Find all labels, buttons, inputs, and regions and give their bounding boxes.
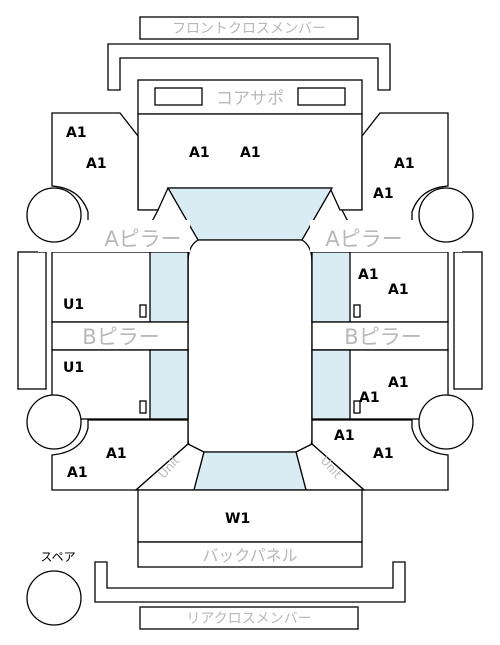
hood-code-left: A1 (189, 145, 210, 161)
rear-left-wheel[interactable] (26, 394, 82, 450)
left-side-step[interactable] (17, 251, 47, 390)
rear-right-wheel[interactable] (418, 394, 474, 450)
rear-left-door-handle[interactable] (139, 400, 147, 414)
front-right-fender-code-2: A1 (373, 186, 394, 202)
back-panel-box[interactable] (137, 541, 363, 568)
rear-left-quarter-code-2: A1 (67, 465, 88, 481)
rear-right-window[interactable] (311, 349, 351, 420)
rear-bumper-outline[interactable] (94, 561, 406, 603)
right-b-pillar-label: Bピラー (344, 325, 421, 349)
rear-right-quarter-code-2: A1 (373, 446, 394, 462)
hood-code-right: A1 (240, 145, 261, 161)
front-cross-member-box[interactable] (139, 16, 359, 40)
front-right-wheel[interactable] (418, 187, 474, 243)
front-left-fender[interactable] (51, 112, 160, 236)
right-side-step[interactable] (453, 251, 483, 390)
front-left-fender-code-2: A1 (86, 156, 107, 172)
rear-left-door-code: U1 (63, 360, 84, 376)
rear-cross-member-box[interactable] (139, 606, 359, 630)
rear-right-quarter-panel[interactable] (311, 419, 449, 491)
core-support-label: コアサポ (216, 89, 284, 109)
rear-right-door-code-2: A1 (359, 390, 380, 406)
rear-right-door-code-1: A1 (388, 375, 409, 391)
left-headlight[interactable] (154, 87, 203, 106)
roof-panel[interactable] (187, 239, 313, 453)
trunk-lid[interactable] (137, 489, 363, 543)
front-cross-member-label: フロントクロスメンバー (172, 21, 326, 37)
spare-label: スペア (40, 550, 75, 564)
rear-window[interactable] (193, 451, 307, 491)
trunk-code: W1 (225, 511, 250, 527)
front-right-door-handle[interactable] (353, 304, 361, 318)
rear-left-quarter-panel[interactable] (51, 419, 189, 491)
right-headlight[interactable] (297, 87, 346, 106)
back-panel-label: バックパネル (202, 546, 297, 565)
front-right-door-code-2: A1 (388, 282, 409, 298)
front-bumper-outline[interactable] (107, 43, 391, 91)
front-left-door-handle[interactable] (139, 304, 147, 318)
front-left-fender-code-1: A1 (66, 125, 87, 141)
front-right-door-code-1: A1 (358, 267, 379, 283)
left-b-pillar-label: Bピラー (82, 325, 159, 349)
windshield[interactable] (166, 187, 334, 241)
front-right-window[interactable] (311, 251, 351, 323)
rear-left-quarter-code-1: A1 (106, 446, 127, 462)
rear-left-window[interactable] (149, 349, 189, 420)
spare-tire[interactable] (26, 570, 82, 626)
rear-cross-member-label: リアクロスメンバー (186, 611, 311, 627)
front-right-fender-code-1: A1 (394, 156, 415, 172)
front-left-window[interactable] (149, 251, 189, 323)
right-a-pillar-label: Aピラー (325, 227, 402, 251)
front-right-fender[interactable] (340, 112, 449, 236)
front-left-door-code: U1 (63, 297, 84, 313)
rear-right-quarter-code-1: A1 (334, 428, 355, 444)
left-a-pillar-label: Aピラー (104, 227, 181, 251)
rear-right-door-handle[interactable] (353, 400, 361, 414)
right-b-pillar[interactable] (311, 321, 449, 351)
front-left-wheel[interactable] (26, 187, 82, 243)
